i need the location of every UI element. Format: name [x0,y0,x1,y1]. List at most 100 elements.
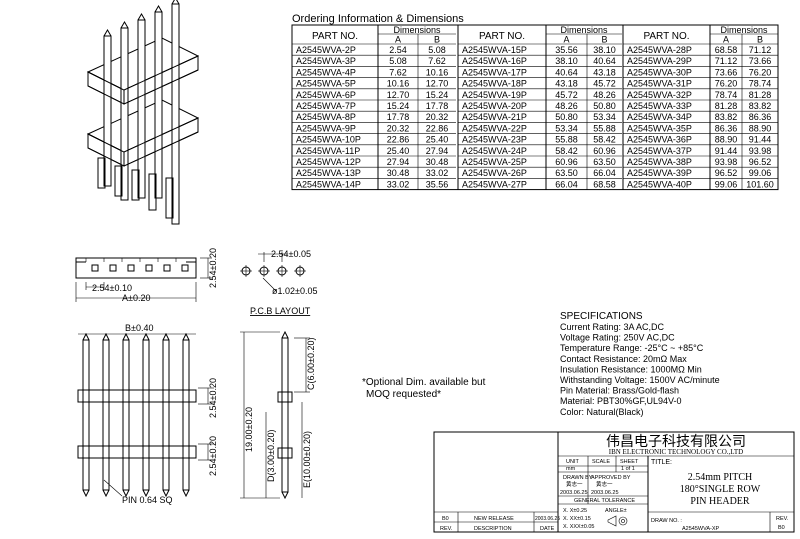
pin-label: PIN 0.64 SQ [122,495,173,505]
dim-a-cell: 78.74 [715,90,738,100]
pcb-layout-label: P.C.B LAYOUT [250,306,311,316]
b-tol-label: B±0.40 [125,323,153,333]
dim-a-cell: 66.04 [555,179,578,189]
pitch-top-label: 2.54±0.10 [92,283,132,293]
head-part-no: PART NO. [312,31,358,42]
part-number-cell: A2545WVA-32P [627,90,692,100]
low-254-label: 2.54±0.20 [208,436,218,476]
part-number-cell: A2545WVA-24P [462,146,527,156]
sheet-value: 1 of 1 [621,466,635,472]
unit-label: UNIT [566,459,579,465]
dim-b-cell: 33.02 [426,168,449,178]
mid-254-label: 2.54±0.20 [208,378,218,418]
tol-xxx: X. XXX±0.05 [563,524,594,530]
dim-b-cell: 101.60 [746,179,774,189]
part-number-cell: A2545WVA-36P [627,135,692,145]
isometric-header-illustration [86,0,200,225]
head-b: B [757,35,763,45]
part-number-cell: A2545WVA-40P [627,179,692,189]
front-pin [182,339,190,491]
front-pin [162,339,170,491]
dim-a-cell: 63.50 [555,168,578,178]
title-line-1: 2.54mm PITCH [688,472,752,483]
dim-b-cell: 55.88 [593,123,616,133]
part-number-cell: A2545WVA-7P [296,101,356,111]
dim-b-cell: 25.40 [426,135,449,145]
part-number-cell: A2545WVA-26P [462,168,527,178]
specs-title: SPECIFICATIONS [560,311,643,322]
dim-a-cell: 45.72 [555,90,578,100]
side-view: 19.00±0.20 D(3.00±0.20) C(6.00±0.20) E(1… [240,330,316,500]
dim-a-cell: 10.16 [387,79,410,89]
drawn-name: 黄志一 [566,480,583,488]
part-number-cell: A2545WVA-16P [462,56,527,66]
approved-label: APPROVED BY [591,475,631,481]
dim-a-cell: 76.20 [715,79,738,89]
part-number-cell: A2545WVA-23P [462,135,527,145]
spec-line: Contact Resistance: 20mΩ Max [560,354,687,364]
dim-a-cell: 38.10 [555,56,578,66]
ordering-title: Ordering Information & Dimensions [292,13,464,25]
part-number-cell: A2545WVA-29P [627,56,692,66]
dim-b-cell: 68.58 [593,179,616,189]
part-number-cell: A2545WVA-2P [296,45,356,55]
rev-code: B0 [442,516,449,522]
part-number-cell: A2545WVA-31P [627,79,692,89]
total-label: 19.00±0.20 [244,407,254,452]
dim-b-cell: 27.94 [426,146,449,156]
dim-a-cell: 20.32 [387,123,410,133]
dim-a-cell: 5.08 [389,56,407,66]
head-b: B [601,35,607,45]
projection-symbol-icon [607,515,628,527]
date-col: DATE [540,526,555,532]
part-number-cell: A2545WVA-11P [296,146,360,156]
spec-line: Voltage Rating: 250V AC,DC [560,333,675,343]
dim-b-cell: 45.72 [593,79,616,89]
part-number-cell: A2545WVA-8P [296,112,356,122]
dim-b-cell: 40.64 [593,56,616,66]
dim-a-cell: 99.06 [715,179,738,189]
part-number-cell: A2545WVA-22P [462,123,527,133]
front-pin [82,339,90,491]
pcb-pitch-label: 2.54±0.05 [271,249,311,259]
part-number-cell: A2545WVA-18P [462,79,527,89]
angle-label: ANGLE± [605,508,627,514]
dim-a-cell: 68.58 [715,45,738,55]
dim-a-cell: 48.26 [555,101,578,111]
front-view: B±0.40 2.54±0.20 2.54±0.20 PIN 0.64 SQ [77,323,218,505]
drawn-label: DRAWN BY [563,475,593,481]
head-dimensions: Dimensions [560,25,608,35]
top-pin-square [109,264,117,272]
front-pin [142,339,150,491]
dim-a-cell: 2.54 [389,45,407,55]
dim-b-cell: 10.16 [426,67,449,77]
dim-a-cell: 17.78 [387,112,410,122]
front-pin [122,339,130,491]
dim-a-cell: 53.34 [555,123,578,133]
part-number-cell: A2545WVA-20P [462,101,527,111]
dim-b-cell: 73.66 [749,56,772,66]
dim-b-cell: 99.06 [749,168,772,178]
dim-b-cell: 81.28 [749,90,772,100]
part-number-cell: A2545WVA-19P [462,90,527,100]
dim-a-cell: 60.96 [555,157,578,167]
height-label: 2.54±0.20 [208,248,218,288]
spec-line: Pin Material: Brass/Gold-flash [560,386,679,396]
dim-a-cell: 58.42 [555,146,578,156]
dim-b-cell: 88.90 [749,123,772,133]
dim-b-cell: 43.18 [593,67,616,77]
dim-b-cell: 50.80 [593,101,616,111]
tol-xx: X. XX±0.15 [563,516,591,522]
dim-a-cell: 7.62 [389,67,407,77]
dim-b-cell: 66.04 [593,168,616,178]
rev-col: REV. [440,526,453,532]
dim-b-cell: 5.08 [428,45,446,55]
dim-b-cell: 48.26 [593,90,616,100]
dim-b-cell: 17.78 [426,101,449,111]
part-number-cell: A2545WVA-15P [462,45,527,55]
head-a: A [563,35,569,45]
top-pin-square [181,264,189,272]
